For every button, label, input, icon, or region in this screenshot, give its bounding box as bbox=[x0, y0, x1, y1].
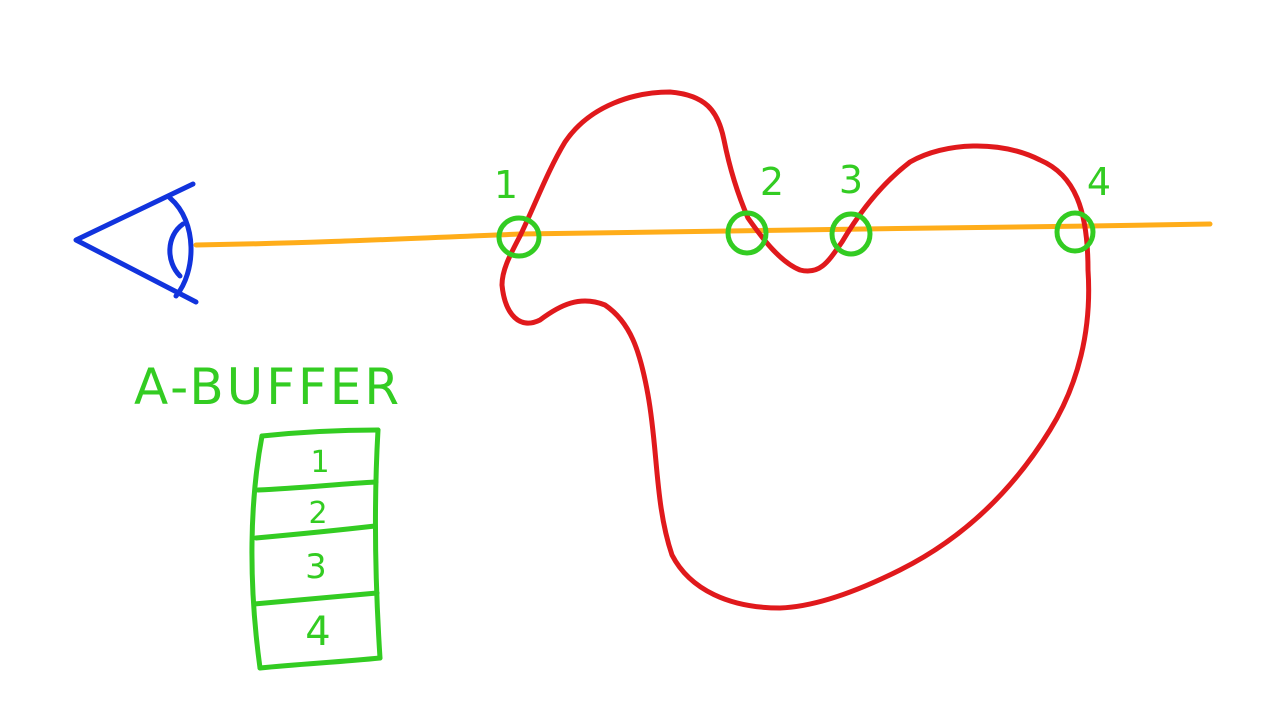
intersection-circle-1 bbox=[496, 215, 542, 259]
intersection-label-2: 2 bbox=[760, 160, 784, 204]
intersection-circle-3 bbox=[829, 211, 873, 257]
eye-icon bbox=[73, 181, 199, 305]
buffer-slot-1: 1 bbox=[310, 445, 329, 480]
view-ray bbox=[193, 221, 1213, 248]
a-buffer-stack bbox=[249, 427, 383, 671]
intersection-label-3: 3 bbox=[839, 158, 863, 202]
buffer-slot-2: 2 bbox=[308, 496, 327, 531]
intersection-circle-2 bbox=[725, 210, 769, 256]
object-outline bbox=[499, 89, 1092, 611]
intersection-circle-4 bbox=[1054, 210, 1096, 254]
buffer-slot-4: 4 bbox=[305, 609, 330, 655]
intersection-label-4: 4 bbox=[1087, 160, 1111, 204]
a-buffer-title: A-BUFFER bbox=[134, 358, 402, 416]
buffer-slot-3: 3 bbox=[305, 547, 327, 587]
intersection-label-1: 1 bbox=[494, 163, 518, 207]
